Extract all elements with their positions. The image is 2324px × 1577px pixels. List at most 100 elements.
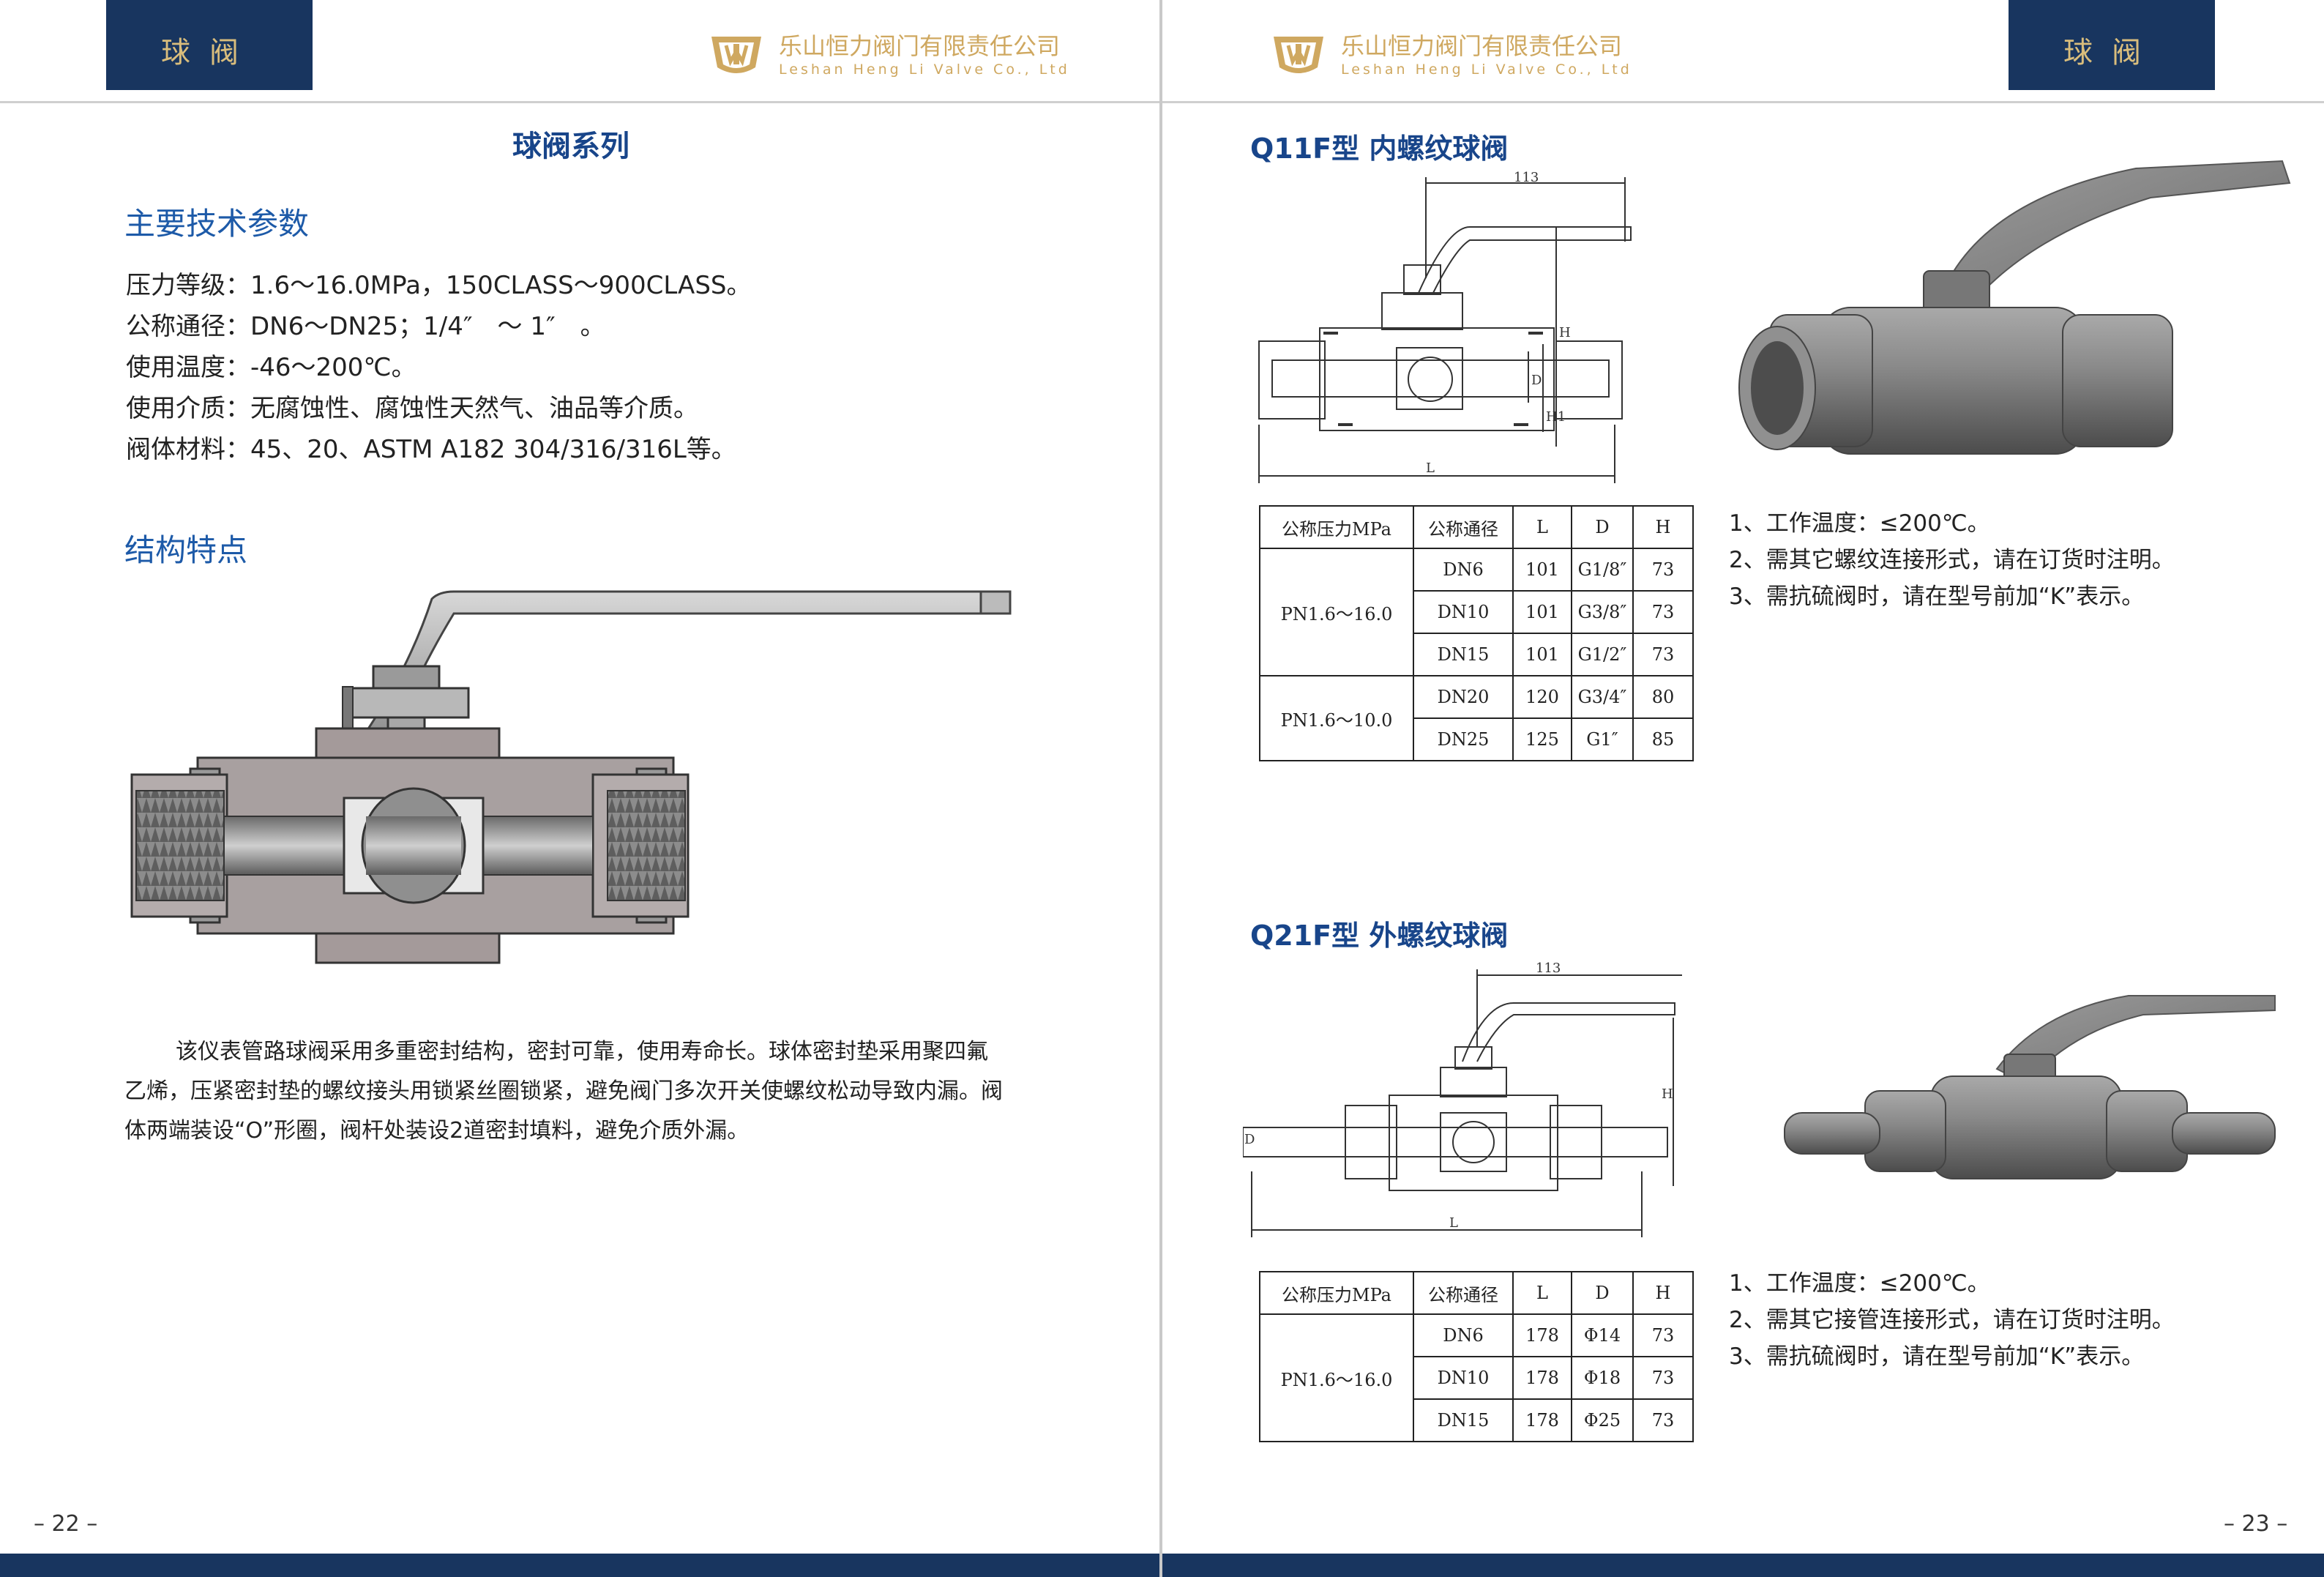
table-cell: DN15 <box>1413 633 1514 676</box>
table-cell: 178 <box>1512 1313 1572 1357</box>
left-page: 球阀 乐山恒力阀门有限责任公司 Leshan Heng Li Valve Co.… <box>0 0 1159 1577</box>
table-cell: DN25 <box>1413 717 1514 761</box>
spec-line: 使用温度：-46～200℃。 <box>126 353 416 382</box>
table-cell: 80 <box>1632 675 1694 719</box>
note-line: 2、需其它螺纹连接形式，请在订货时注明。 <box>1729 547 2175 573</box>
table-cell: Φ18 <box>1571 1356 1634 1400</box>
table-cell: G3/4″ <box>1571 675 1634 719</box>
table-cell: G1/2″ <box>1571 633 1634 676</box>
section-tab: 球阀 <box>2009 0 2215 90</box>
table-cell: DN6 <box>1413 548 1514 592</box>
table-cell: G3/8″ <box>1571 590 1634 634</box>
note-line: 1、工作温度：≤200℃。 <box>1729 510 1990 537</box>
model-q11f-title: Q11F型 内螺纹球阀 <box>1250 133 1509 165</box>
page-number-left: – 22 – <box>34 1511 98 1537</box>
section-tab-label: 球阀 <box>161 35 258 70</box>
page-number-value: 23 <box>2241 1511 2270 1537</box>
page-number-right: – 23 – <box>2224 1511 2288 1537</box>
table-cell: Φ25 <box>1571 1398 1634 1442</box>
table-row: DN10 101 G3/8″ 73 <box>1260 590 1694 634</box>
q21f-technical-drawing: 113 H D L <box>1243 961 1682 1237</box>
table-row: PN1.6～16.0 DN6 178 Φ14 73 <box>1259 1313 1694 1442</box>
table-header: D <box>1571 1271 1634 1315</box>
table-header: H <box>1632 505 1694 549</box>
dim-letter: L <box>1426 461 1435 476</box>
table-header: L <box>1512 505 1572 549</box>
table-cell: G1″ <box>1571 717 1634 761</box>
dim-letter: D <box>1244 1132 1255 1147</box>
table-cell: DN10 <box>1413 1356 1514 1400</box>
table-header: 公称压力MPa <box>1259 505 1414 549</box>
page-title: 球阀系列 <box>512 130 629 163</box>
pressure-cell: PN1.6～16.0 <box>1259 1313 1414 1442</box>
pressure-cell: PN1.6～10.0 <box>1259 675 1414 761</box>
model-q21f-title: Q21F型 外螺纹球阀 <box>1250 920 1509 952</box>
company-logo-icon <box>1274 37 1323 73</box>
tech-params-heading: 主要技术参数 <box>124 206 310 242</box>
note-line: 3、需抗硫阀时，请在型号前加“K”表示。 <box>1729 584 2145 610</box>
note-line: 1、工作温度：≤200℃。 <box>1729 1270 1990 1297</box>
q21f-valve-3d-render <box>1784 995 2276 1179</box>
structure-heading: 结构特点 <box>124 532 248 568</box>
spec-line: 公称通径：DN6～DN25；1/4″ ～ 1″ 。 <box>126 312 605 341</box>
dim-letter: L <box>1449 1215 1458 1231</box>
section-tab-label: 球阀 <box>2063 35 2160 70</box>
right-page: 乐山恒力阀门有限责任公司 Leshan Heng Li Valve Co., L… <box>1162 0 2324 1577</box>
section-tab: 球阀 <box>106 0 313 90</box>
header-rule <box>0 101 1159 103</box>
table-header: 公称通径 <box>1413 505 1514 549</box>
dim-letter: H <box>1662 1086 1673 1102</box>
table-cell: Φ14 <box>1571 1313 1634 1357</box>
spec-list: 压力等级：1.6～16.0MPa，150CLASS～900CLASS。 公称通径… <box>126 265 751 470</box>
q21f-spec-table: 公称压力MPa 公称通径 L D H PN1.6～16.0 DN6 178 Φ1… <box>1259 1271 1694 1442</box>
valve-cutaway-drawing <box>130 590 1012 964</box>
spec-line: 使用介质：无腐蚀性、腐蚀性天然气、油品等介质。 <box>126 394 698 423</box>
table-cell: 101 <box>1512 633 1572 676</box>
note-line: 2、需其它接管连接形式，请在订货时注明。 <box>1729 1307 2175 1333</box>
table-cell: 101 <box>1512 548 1572 592</box>
company-logo: 乐山恒力阀门有限责任公司 Leshan Heng Li Valve Co., L… <box>1271 31 1632 79</box>
table-row: PN1.6～10.0 DN20 120 G3/4″ 80 <box>1259 675 1694 761</box>
table-row: DN25 125 G1″ 85 <box>1260 717 1694 761</box>
q11f-valve-3d-render <box>1738 160 2291 455</box>
header-rule <box>1162 101 2324 103</box>
table-cell: DN20 <box>1413 675 1514 719</box>
table-cell: 73 <box>1632 548 1694 592</box>
company-name-en: Leshan Heng Li Valve Co., Ltd <box>779 61 1070 78</box>
page-number-value: 22 <box>51 1511 80 1537</box>
dim-label: 113 <box>1536 961 1561 976</box>
table-header: 公称通径 <box>1413 1271 1514 1315</box>
company-name-en: Leshan Heng Li Valve Co., Ltd <box>1341 61 1632 78</box>
dim-letter: H1 <box>1546 409 1566 425</box>
table-row: DN15 178 Φ25 73 <box>1260 1398 1694 1442</box>
q21f-notes: 1、工作温度：≤200℃。 2、需其它接管连接形式，请在订货时注明。 3、需抗硫… <box>1729 1265 2175 1375</box>
table-row: PN1.6～16.0 DN6 101 G1/8″ 73 <box>1259 548 1694 676</box>
pressure-cell: PN1.6～16.0 <box>1259 548 1414 676</box>
dim-letter: D <box>1531 373 1542 388</box>
table-cell: 178 <box>1512 1398 1572 1442</box>
page-spine <box>1159 0 1162 1577</box>
table-cell: 73 <box>1632 1398 1694 1442</box>
description-paragraph: 该仪表管路球阀采用多重密封结构，密封可靠，使用寿命长。球体密封垫采用聚四氟乙烯，… <box>124 1039 1003 1144</box>
table-cell: 120 <box>1512 675 1572 719</box>
note-line: 3、需抗硫阀时，请在型号前加“K”表示。 <box>1729 1343 2145 1370</box>
table-cell: 73 <box>1632 1313 1694 1357</box>
company-name-cn: 乐山恒力阀门有限责任公司 <box>779 32 1061 60</box>
table-header: L <box>1512 1271 1572 1315</box>
company-logo-icon <box>711 37 761 73</box>
table-cell: 85 <box>1632 717 1694 761</box>
company-logo: 乐山恒力阀门有限责任公司 Leshan Heng Li Valve Co., L… <box>709 31 1070 79</box>
table-cell: 73 <box>1632 590 1694 634</box>
table-cell: DN10 <box>1413 590 1514 634</box>
dim-letter: H <box>1559 325 1571 340</box>
table-cell: G1/8″ <box>1571 548 1634 592</box>
table-cell: 73 <box>1632 1356 1694 1400</box>
dim-label: 113 <box>1514 170 1539 185</box>
q11f-technical-drawing: 113 H D H1 L <box>1258 170 1632 483</box>
table-row: DN15 101 G1/2″ 73 <box>1260 633 1694 676</box>
footer-bar <box>0 1554 1159 1577</box>
table-cell: 73 <box>1632 633 1694 676</box>
spec-line: 阀体材料：45、20、ASTM A182 304/316/316L等。 <box>126 435 736 464</box>
table-cell: 125 <box>1512 717 1572 761</box>
table-cell: DN15 <box>1413 1398 1514 1442</box>
